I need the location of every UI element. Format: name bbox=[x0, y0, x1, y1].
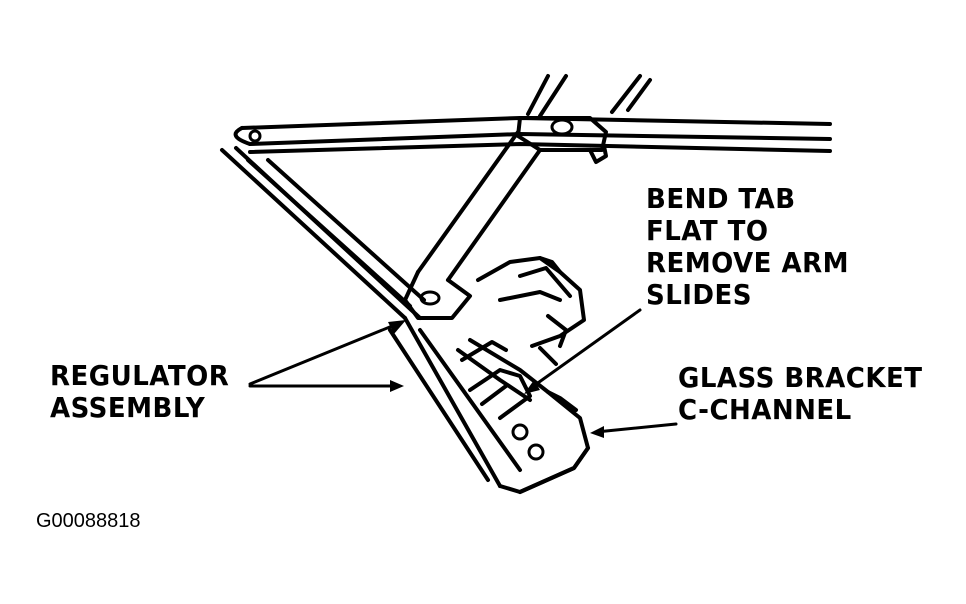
regulator-channel bbox=[220, 146, 590, 494]
leader-arrows bbox=[248, 308, 678, 434]
figure-id: G00088818 bbox=[36, 510, 141, 532]
glass-bracket-label-line-2: C-CHANNEL bbox=[678, 393, 852, 426]
regulator-assembly-label: REGULATOR ASSEMBLY bbox=[50, 360, 229, 424]
regulator-label-line-2: ASSEMBLY bbox=[50, 391, 206, 424]
arm-slide-mechanism bbox=[460, 256, 586, 420]
regulator-leader-top bbox=[248, 320, 404, 386]
bend-tab-label-line-4: SLIDES bbox=[646, 278, 752, 311]
bend-tab-leader bbox=[526, 308, 642, 392]
glass-bracket-leader bbox=[594, 422, 678, 434]
regulator-arrowhead-bottom bbox=[390, 380, 404, 392]
bend-tab-arrowhead bbox=[524, 380, 540, 394]
regulator-arrowhead-top bbox=[388, 320, 406, 334]
glass-bracket-label-line-1: GLASS BRACKET bbox=[678, 361, 923, 394]
glass-bracket-arrowhead bbox=[590, 426, 604, 438]
regulator-label-line-1: REGULATOR bbox=[50, 359, 230, 392]
glass-bracket-label: GLASS BRACKET C-CHANNEL bbox=[678, 362, 922, 426]
arrow-heads bbox=[388, 320, 604, 438]
glass-bracket-shape bbox=[456, 338, 590, 494]
bend-tab-label-line-2: FLAT TO bbox=[646, 214, 769, 247]
lift-arm bbox=[403, 130, 542, 320]
bend-tab-label: BEND TAB FLAT TO REMOVE ARM SLIDES bbox=[646, 183, 849, 311]
bend-tab-label-line-3: REMOVE ARM bbox=[646, 246, 849, 279]
upper-pivot-plate bbox=[516, 116, 608, 164]
bend-tab-label-line-1: BEND TAB bbox=[646, 182, 796, 215]
arm-stubs bbox=[526, 74, 652, 118]
